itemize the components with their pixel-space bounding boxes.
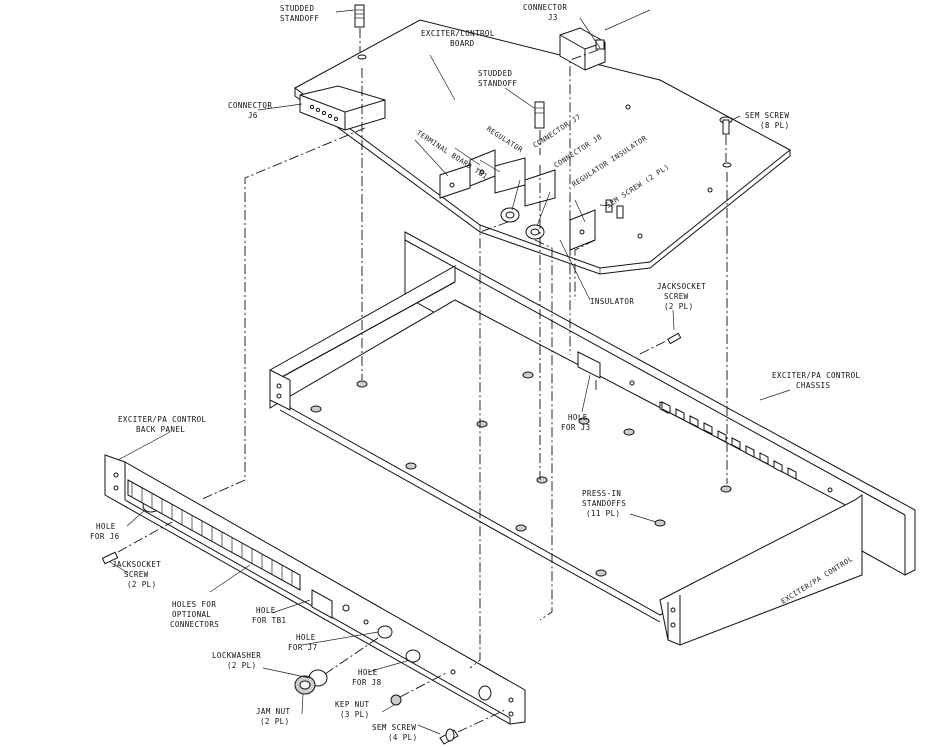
svg-text:STANDOFF: STANDOFF (478, 79, 517, 88)
svg-text:(11 PL): (11 PL) (586, 509, 620, 518)
svg-text:SEM SCREW: SEM SCREW (745, 111, 789, 120)
label-hole-j6: HOLE FOR J6 (90, 522, 120, 541)
svg-text:CONNECTORS: CONNECTORS (170, 620, 219, 629)
svg-text:(3 PL): (3 PL) (340, 710, 370, 719)
leader-lines (109, 9, 791, 735)
svg-text:(2 PL): (2 PL) (227, 661, 257, 670)
label-hole-j8: HOLE FOR J8 (352, 668, 382, 687)
svg-text:HOLE: HOLE (568, 413, 588, 422)
label-back-panel: EXCITER/PA CONTROL BACK PANEL (118, 415, 207, 434)
hatch-pattern (131, 482, 293, 585)
svg-text:FOR J6: FOR J6 (90, 532, 120, 541)
svg-text:FOR J3: FOR J3 (561, 423, 591, 432)
label-press-in-standoffs: PRESS-IN STANDOFFS (11 PL) (582, 489, 626, 518)
studded-standoff-mid-part (534, 101, 545, 155)
svg-text:HOLE: HOLE (358, 668, 378, 677)
label-jacksocket-screw-panel: JACKSOCKET SCREW (2 PL) (112, 560, 161, 589)
label-studded-standoff-top: STUDDED STANDOFF (280, 4, 319, 23)
svg-text:JACKSOCKET: JACKSOCKET (112, 560, 161, 569)
board-callout-leaders (414, 139, 613, 227)
svg-text:BACK PANEL: BACK PANEL (136, 425, 185, 434)
svg-text:FOR J7: FOR J7 (288, 643, 318, 652)
label-jacksocket-screw-chassis: JACKSOCKET SCREW (2 PL) (657, 282, 706, 311)
svg-text:CONNECTOR: CONNECTOR (523, 3, 567, 12)
label-studded-standoff-mid: STUDDED STANDOFF (478, 69, 517, 88)
label-kep-nut: KEP NUT (3 PL) (335, 700, 370, 719)
label-lockwasher: LOCKWASHER (2 PL) (212, 651, 261, 670)
label-chassis: EXCITER/PA CONTROL CHASSIS (772, 371, 861, 390)
svg-text:EXCITER/PA CONTROL: EXCITER/PA CONTROL (772, 371, 861, 380)
svg-text:FOR TB1: FOR TB1 (252, 616, 286, 625)
exciter-pa-back-panel (104, 454, 526, 725)
svg-text:STUDDED: STUDDED (478, 69, 512, 78)
label-insulator: INSULATOR (590, 297, 634, 306)
svg-text:SCREW: SCREW (664, 292, 689, 301)
svg-text:J3: J3 (548, 13, 558, 22)
label-hole-j3: HOLE FOR J3 (561, 413, 591, 432)
svg-text:SCREW: SCREW (124, 570, 149, 579)
label-sem-screw-8: SEM SCREW (8 PL) (745, 111, 790, 130)
svg-text:OPTIONAL: OPTIONAL (172, 610, 211, 619)
svg-text:HOLE: HOLE (96, 522, 116, 531)
label-exciter-board: EXCITER/CONTROL BOARD (421, 29, 495, 48)
svg-text:CHASSIS: CHASSIS (796, 381, 830, 390)
svg-text:(4 PL): (4 PL) (388, 733, 418, 742)
label-hole-j7: HOLE FOR J7 (288, 633, 318, 652)
label-connector-j3: CONNECTOR J3 (523, 3, 567, 22)
svg-text:FOR J8: FOR J8 (352, 678, 382, 687)
svg-text:EXCITER/CONTROL: EXCITER/CONTROL (421, 29, 495, 38)
svg-text:BOARD: BOARD (450, 39, 475, 48)
svg-text:STUDDED: STUDDED (280, 4, 314, 13)
back-panel-hardware (101, 521, 506, 745)
svg-text:KEP NUT: KEP NUT (335, 700, 369, 709)
connector-j6-part (299, 85, 386, 131)
label-jam-nut: JAM NUT (2 PL) (256, 707, 290, 726)
svg-text:JAM NUT: JAM NUT (256, 707, 290, 716)
svg-text:(8 PL): (8 PL) (760, 121, 790, 130)
exciter-control-board (294, 19, 791, 275)
svg-text:HOLE: HOLE (296, 633, 316, 642)
svg-text:J6: J6 (248, 111, 258, 120)
label-sem-screw-4: SEM SCREW (4 PL) (372, 723, 418, 742)
svg-text:(2 PL): (2 PL) (260, 717, 290, 726)
svg-text:LOCKWASHER: LOCKWASHER (212, 651, 261, 660)
label-connector-j6: CONNECTOR J6 (228, 101, 272, 120)
svg-text:STANDOFFS: STANDOFFS (582, 499, 626, 508)
alignment-lines (199, 49, 728, 669)
studded-standoff-top-part (354, 4, 367, 60)
svg-text:JACKSOCKET: JACKSOCKET (657, 282, 706, 291)
svg-text:STANDOFF: STANDOFF (280, 14, 319, 23)
label-hole-tb1: HOLE FOR TB1 (252, 606, 286, 625)
svg-text:(2 PL): (2 PL) (664, 302, 694, 311)
svg-text:SEM SCREW: SEM SCREW (372, 723, 416, 732)
svg-text:EXCITER/PA CONTROL: EXCITER/PA CONTROL (118, 415, 207, 424)
svg-text:HOLES FOR: HOLES FOR (172, 600, 216, 609)
svg-text:CONNECTOR: CONNECTOR (228, 101, 272, 110)
svg-text:HOLE: HOLE (256, 606, 276, 615)
svg-text:PRESS-IN: PRESS-IN (582, 489, 621, 498)
label-holes-optional-connectors: HOLES FOR OPTIONAL CONNECTORS (170, 600, 219, 629)
exciter-pa-chassis (269, 231, 916, 646)
svg-text:INSULATOR: INSULATOR (590, 297, 634, 306)
svg-text:(2 PL): (2 PL) (127, 580, 157, 589)
